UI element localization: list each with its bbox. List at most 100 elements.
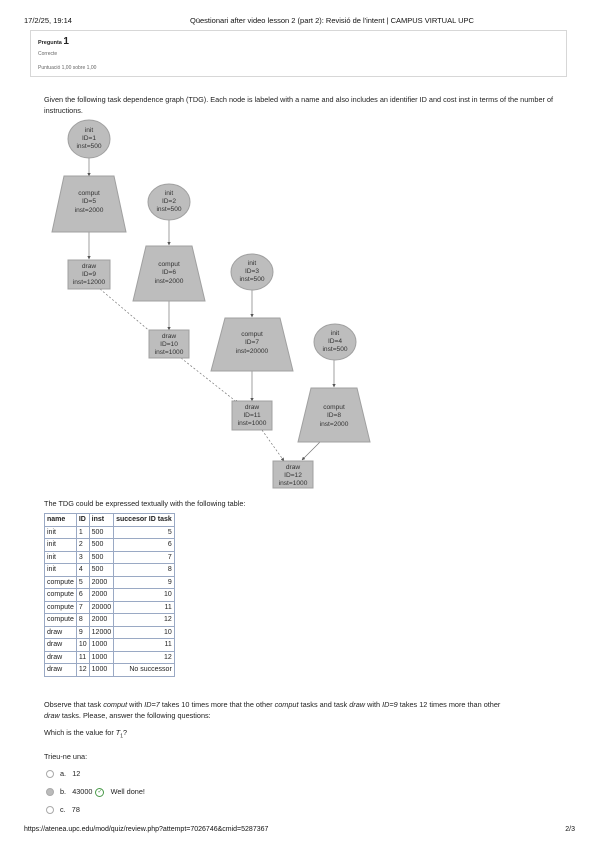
node-label: comput <box>241 331 263 338</box>
option-a[interactable]: a. 12 <box>46 769 80 779</box>
radio-b[interactable] <box>46 788 54 797</box>
cell-name: init <box>44 563 77 577</box>
node-comput-6 <box>132 245 206 302</box>
node-id: ID=1 <box>82 135 96 142</box>
node-init-3 <box>230 253 274 291</box>
node-label: comput <box>158 261 180 268</box>
node-label: draw <box>245 404 260 411</box>
cell-successor: 10 <box>113 588 175 602</box>
edge-8-12 <box>301 441 321 461</box>
node-label: init <box>165 190 174 197</box>
node-id: ID=6 <box>162 269 176 276</box>
cell-id: 2 <box>75 538 90 552</box>
node-inst: inst=12000 <box>73 279 106 286</box>
print-date: 17/2/25, 19:14 <box>24 16 72 25</box>
cell-successor: 7 <box>113 550 175 564</box>
cell-id: 7 <box>75 600 90 614</box>
print-url: https://atenea.upc.edu/mod/quiz/review.p… <box>24 826 269 833</box>
table-intro: The TDG could be expressed textually wit… <box>44 499 246 508</box>
node-draw-12 <box>272 460 314 489</box>
node-draw-11 <box>231 400 273 431</box>
cell-successor: 10 <box>113 625 175 639</box>
cell-id: 11 <box>75 650 90 664</box>
cell-successor: 8 <box>113 563 175 577</box>
cell-successor: 11 <box>113 600 175 614</box>
node-id: ID=12 <box>284 472 302 479</box>
option-b[interactable]: b. 43000✓ Well done! <box>46 787 145 797</box>
cell-successor: 5 <box>113 525 175 539</box>
cell-successor: 12 <box>113 613 175 627</box>
node-draw-9 <box>67 259 111 290</box>
cell-id: 10 <box>75 638 90 652</box>
node-init-4 <box>313 323 357 361</box>
cell-name: compute <box>44 613 77 627</box>
question-info-box: Pregunta 1 Correcte Puntuació 1,00 sobre… <box>30 30 567 77</box>
question-status: Correcte <box>38 51 58 57</box>
page-number: 2/3 <box>565 826 575 833</box>
option-c[interactable]: c. 78 <box>46 805 80 815</box>
node-inst: inst=2000 <box>75 207 104 214</box>
node-label: comput <box>323 404 345 411</box>
cell-name: draw <box>44 638 77 652</box>
node-id: ID=4 <box>328 338 342 345</box>
cell-name: draw <box>44 625 77 639</box>
table-header-row: name ID inst succesor ID task <box>44 513 175 527</box>
question-score: Puntuació 1,00 sobre 1,00 <box>38 65 97 71</box>
radio-a[interactable] <box>46 770 54 779</box>
cell-inst: 500 <box>88 525 115 539</box>
cell-inst: 1000 <box>88 638 115 652</box>
cell-name: init <box>44 538 77 552</box>
node-id: ID=7 <box>245 339 259 346</box>
cell-inst: 1000 <box>88 650 115 664</box>
node-inst: inst=1000 <box>238 420 267 427</box>
node-init-2 <box>147 183 191 221</box>
cell-inst: 500 <box>88 563 115 577</box>
node-label: draw <box>82 263 97 270</box>
cell-name: init <box>44 525 77 539</box>
node-inst: inst=20000 <box>236 348 269 355</box>
node-id: ID=9 <box>82 271 96 278</box>
node-init-1 <box>67 119 111 159</box>
cell-id: 1 <box>75 525 90 539</box>
node-id: ID=2 <box>162 198 176 205</box>
question-intro: Given the following task dependence grap… <box>44 95 554 115</box>
cell-id: 6 <box>75 588 90 602</box>
node-id: ID=8 <box>327 412 341 419</box>
col-inst: inst <box>88 513 115 527</box>
cell-name: compute <box>44 600 77 614</box>
node-inst: inst=500 <box>76 143 101 150</box>
node-id: ID=3 <box>245 268 259 275</box>
cell-inst: 2000 <box>88 613 115 627</box>
cell-id: 12 <box>75 663 90 677</box>
cell-inst: 2000 <box>88 588 115 602</box>
cell-id: 8 <box>75 613 90 627</box>
cell-successor: 12 <box>113 650 175 664</box>
node-label: init <box>85 127 94 134</box>
edge-10-11 <box>180 357 239 404</box>
node-inst: inst=1000 <box>155 349 184 356</box>
question-number: Pregunta 1 <box>38 36 69 47</box>
question-text: Which is the value for T1? <box>44 728 128 740</box>
cell-id: 4 <box>75 563 90 577</box>
cell-id: 3 <box>75 550 90 564</box>
radio-c[interactable] <box>46 806 54 815</box>
node-id: ID=10 <box>160 341 178 348</box>
task-dependence-graph: init ID=1 inst=500 comput ID=5 inst=2000… <box>51 119 371 489</box>
col-successor: succesor ID task <box>113 513 175 527</box>
node-label: init <box>331 330 340 337</box>
node-inst: inst=500 <box>239 276 264 283</box>
cell-id: 5 <box>75 575 90 589</box>
node-draw-10 <box>148 329 190 359</box>
cell-name: compute <box>44 588 77 602</box>
node-inst: inst=500 <box>156 206 181 213</box>
node-id: ID=11 <box>243 412 261 419</box>
cell-inst: 2000 <box>88 575 115 589</box>
